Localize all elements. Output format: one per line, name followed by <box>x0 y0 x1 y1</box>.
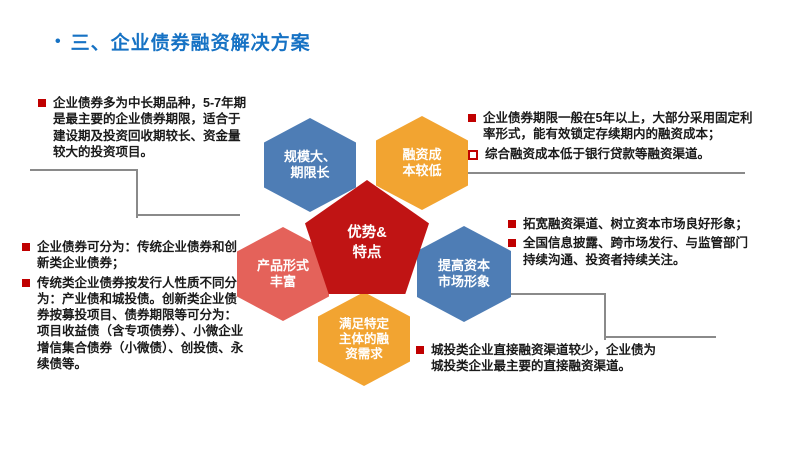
bullet-square-icon <box>416 346 424 354</box>
bullet-square-icon <box>468 114 476 122</box>
note-bottom-right: 城投类企业直接融资渠道较少，企业债为城投类企业最主要的直接融资渠道。 <box>416 342 656 378</box>
hexagon-label-line: 融资成 <box>402 146 442 162</box>
hexagon-label-line: 产品形式 <box>256 257 309 273</box>
bullet-square-hollow-icon <box>468 149 478 160</box>
hexagon-label-line: 提高资本 <box>437 257 490 273</box>
note-text: 拓宽融资渠道、树立资本市场良好形象； <box>523 217 749 231</box>
note-top-left: 企业债券多为中长期品种，5-7年期是最主要的企业债券期限，适合于建设期及投资回收… <box>38 95 250 163</box>
connector-right-step-tail <box>604 336 716 338</box>
page-title: 三、企业债券融资解决方案 <box>70 33 311 54</box>
note-text: 城投类企业直接融资渠道较少，企业债为城投类企业最主要的直接融资渠道。 <box>431 343 657 374</box>
note-mid-left: 企业债券可分为：传统企业债券和创新类企业债券； 传统类企业债券按发行人性质不同分… <box>22 239 244 375</box>
note-text: 传统类企业债券按发行人性质不同分为：产业债和城投债。创新类企业债券按募投项目、债… <box>37 275 244 371</box>
note-text: 企业债券可分为：传统企业债券和创新类企业债券； <box>37 240 238 271</box>
bullet-square-icon <box>508 220 516 228</box>
note-text: 企业债券多为中长期品种，5-7年期是最主要的企业债券期限，适合于建设期及投资回收… <box>53 96 247 159</box>
hexagon-label-line: 期限长 <box>290 165 330 180</box>
hexagon-label: 融资成 本较低 <box>402 147 441 180</box>
note-text: 企业债券期限一般在5年以上，大部分采用固定利率形式，能有效锁定存续期内的融资成本… <box>483 111 753 142</box>
hexagon-label: 满足特定 主体的融 资需求 <box>339 317 389 362</box>
note-item: 城投类企业直接融资渠道较少，企业债为城投类企业最主要的直接融资渠道。 <box>416 342 656 375</box>
hexagon-low-cost: 融资成 本较低 <box>376 116 468 210</box>
bullet-square-icon <box>508 239 516 248</box>
note-item: 企业债券期限一般在5年以上，大部分采用固定利率形式，能有效锁定存续期内的融资成本… <box>468 110 760 143</box>
hexagon-label-line: 满足特定 <box>338 316 389 331</box>
hexagon-label-line: 丰富 <box>269 274 296 289</box>
connector-right-step <box>492 293 606 340</box>
hexagon-label: 提高资本 市场形象 <box>438 258 490 291</box>
hexagon-label-line: 资需求 <box>345 346 383 361</box>
connector-left-step <box>30 169 138 218</box>
note-item: 综合融资成本低于银行贷款等融资渠道。 <box>468 146 760 162</box>
hexagon-label-line: 本较低 <box>402 163 442 178</box>
note-text: 综合融资成本低于银行贷款等融资渠道。 <box>485 146 711 161</box>
pentagon-label-line: 优势& <box>347 225 387 242</box>
hexagon-label-line: 市场形象 <box>437 274 490 289</box>
bullet-square-icon <box>38 99 46 107</box>
pentagon-label-line: 特点 <box>352 245 382 261</box>
note-item: 企业债券可分为：传统企业债券和创新类企业债券； <box>22 239 244 272</box>
hexagon-label-line: 主体的融 <box>338 331 389 346</box>
bullet-square-icon <box>22 278 30 287</box>
hexagon-label-line: 规模大、 <box>283 148 336 164</box>
note-mid-right: 拓宽融资渠道、树立资本市场良好形象； 全国信息披露、跨市场发行、与监管部门持续沟… <box>508 216 756 271</box>
bullet-square-icon <box>22 243 30 251</box>
slide-title-row: • 三、企业债券融资解决方案 <box>55 28 311 55</box>
hexagon-specific-needs: 满足特定 主体的融 资需求 <box>318 292 410 386</box>
note-top-right: 企业债券期限一般在5年以上，大部分采用固定利率形式，能有效锁定存续期内的融资成本… <box>468 110 760 165</box>
note-text: 全国信息披露、跨市场发行、与监管部门持续沟通、投资者持续关注。 <box>523 236 749 267</box>
note-item: 企业债券多为中长期品种，5-7年期是最主要的企业债券期限，适合于建设期及投资回收… <box>38 95 250 160</box>
title-bullet-icon: • <box>55 32 61 50</box>
hexagon-label: 产品形式 丰富 <box>257 258 309 291</box>
note-item: 传统类企业债券按发行人性质不同分为：产业债和城投债。创新类企业债券按募投项目、债… <box>22 275 244 373</box>
note-item: 全国信息披露、跨市场发行、与监管部门持续沟通、投资者持续关注。 <box>508 235 756 268</box>
pentagon-label: 优势& 特点 <box>347 210 386 263</box>
hexagon-label: 规模大、 期限长 <box>284 149 336 182</box>
note-item: 拓宽融资渠道、树立资本市场良好形象； <box>508 216 756 232</box>
connector-top-right-underline <box>460 172 745 174</box>
connector-left-step-tail <box>136 214 240 216</box>
